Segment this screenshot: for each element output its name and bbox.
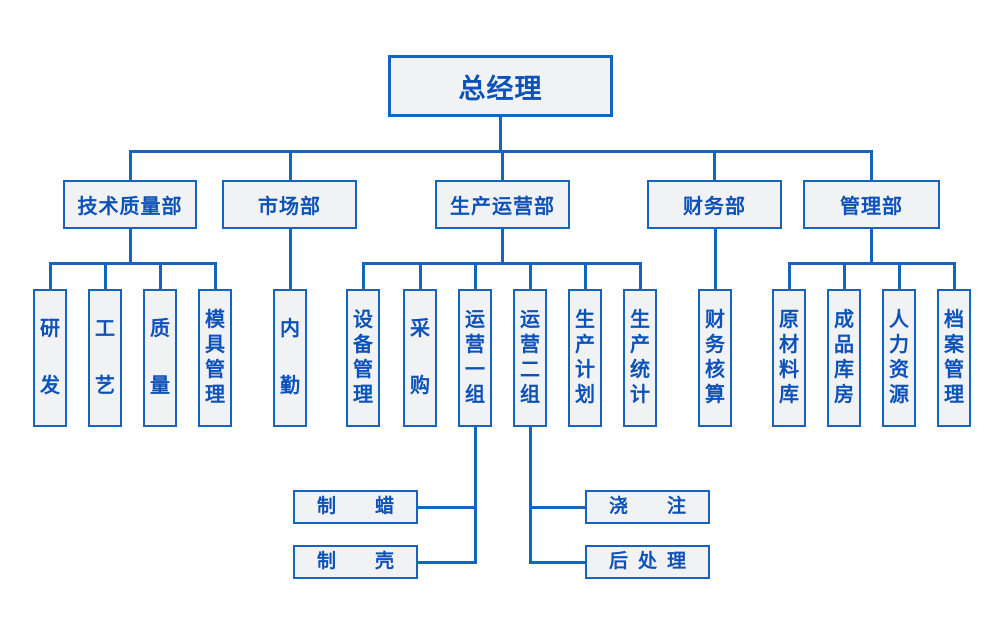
node-label: 财务核算 [705,309,725,406]
node-label: 模具管理 [205,309,225,406]
node-unit-finished-goods-warehouse: 成品库房 [827,289,861,427]
node-unit-rd: 研发 [33,289,67,427]
connector-line [49,262,216,265]
connector-line [419,262,422,289]
node-unit-quality: 质量 [143,289,177,427]
connector-line [289,229,292,289]
node-unit-financial-accounting: 财务核算 [698,289,732,427]
connector-line [898,262,901,289]
node-dept-production-ops: 生产运营部 [435,180,570,229]
connector-line [714,229,717,289]
node-label: 原材料库 [779,309,799,406]
connector-line [788,262,955,265]
connector-line [418,561,476,564]
node-sub-shell-making: 制壳 [293,545,418,579]
node-label: 设备管理 [353,309,373,406]
node-unit-archives-mgmt: 档案管理 [937,289,971,427]
connector-line [639,262,642,289]
connector-line [474,427,477,564]
connector-line [870,229,873,262]
connector-line [529,506,585,509]
connector-line [214,262,217,289]
node-sub-wax-making: 制蜡 [293,490,418,524]
node-general-manager: 总经理 [388,55,613,117]
node-label: 运营二组 [520,309,540,406]
connector-line [529,427,532,564]
connector-line [584,262,587,289]
node-sub-post-processing: 后处理 [585,545,710,579]
connector-line [129,150,132,180]
node-label: 质量 [150,318,170,397]
node-label: 生产计划 [575,309,595,406]
node-label: 运营一组 [465,309,485,406]
connector-line [289,150,292,180]
connector-line [159,262,162,289]
node-label: 工艺 [95,318,115,397]
node-label: 档案管理 [944,309,964,406]
node-unit-ops-group-2: 运营二组 [513,289,547,427]
connector-line [870,150,873,180]
connector-line [474,262,477,289]
connector-line [362,262,365,289]
node-unit-human-resources: 人力资源 [882,289,916,427]
node-sub-pouring: 浇注 [585,490,710,524]
connector-line [501,150,504,180]
connector-line [362,262,641,265]
node-unit-production-planning: 生产计划 [568,289,602,427]
node-unit-ops-group-1: 运营一组 [458,289,492,427]
node-label: 内勤 [280,318,300,397]
node-unit-process: 工艺 [88,289,122,427]
node-unit-internal-affairs: 内勤 [273,289,307,427]
connector-line [501,229,504,262]
node-unit-raw-material-warehouse: 原材料库 [772,289,806,427]
node-label: 采购 [410,318,430,397]
connector-line [529,262,532,289]
connector-line [49,262,52,289]
connector-line [529,561,585,564]
connector-line [104,262,107,289]
node-label: 人力资源 [889,309,909,406]
connector-line [418,506,476,509]
node-unit-mold-mgmt: 模具管理 [198,289,232,427]
connector-line [713,150,716,180]
connector-line [953,262,956,289]
node-label: 研发 [40,318,60,397]
node-dept-finance: 财务部 [647,180,782,229]
node-dept-admin: 管理部 [803,180,940,229]
connector-line [788,262,791,289]
connector-line [843,262,846,289]
node-unit-production-statistics: 生产统计 [623,289,657,427]
node-unit-purchasing: 采购 [403,289,437,427]
node-dept-marketing: 市场部 [222,180,357,229]
connector-line [499,117,502,150]
node-dept-tech-quality: 技术质量部 [63,180,197,229]
connector-line [129,229,132,262]
node-unit-equipment-mgmt: 设备管理 [346,289,380,427]
node-label: 成品库房 [834,309,854,406]
node-label: 生产统计 [630,309,650,406]
